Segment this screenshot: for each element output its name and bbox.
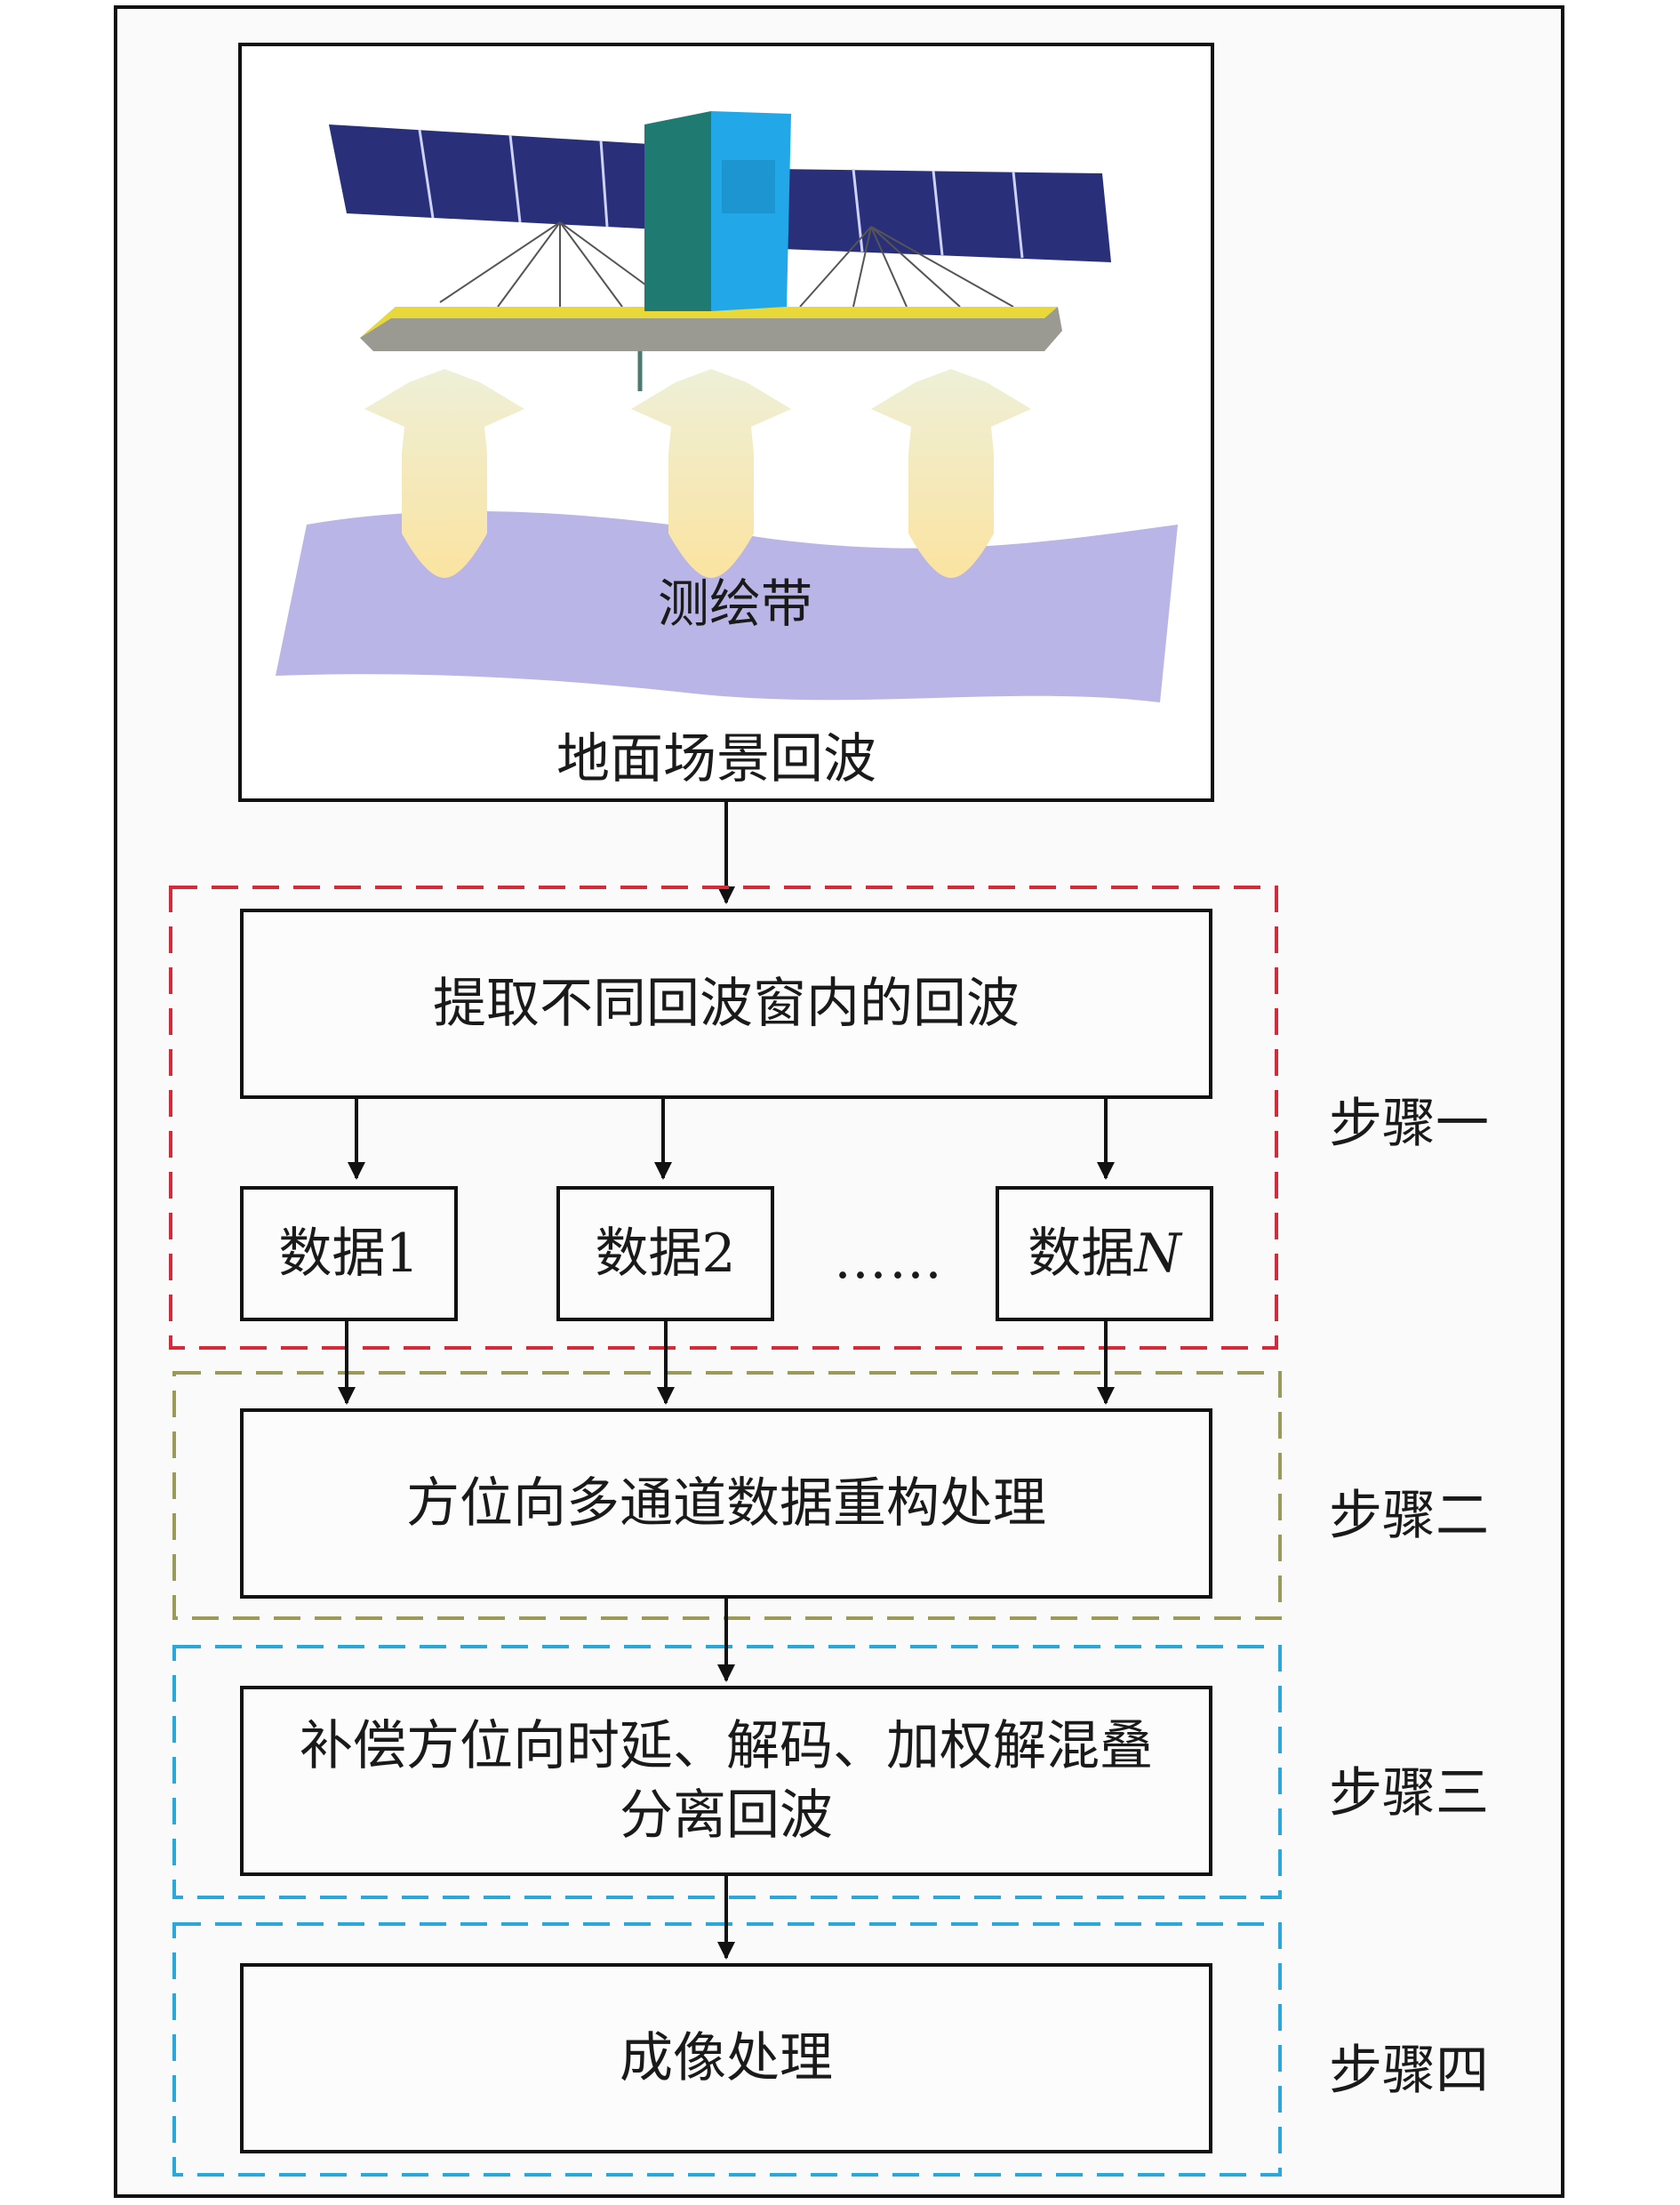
ground-echo-label: 地面场景回波	[556, 728, 876, 790]
step3-label: 步骤三	[1329, 1762, 1489, 1824]
data-box-n-text: 数据N	[1028, 1223, 1181, 1285]
data-box-2: 数据2	[556, 1186, 774, 1321]
swath-label: 测绘带	[658, 573, 813, 634]
extract-echo-text: 提取不同回波窗内的回波	[433, 973, 1020, 1035]
reconstruct-box: 方位向多通道数据重构处理	[240, 1408, 1212, 1599]
step2-label: 步骤二	[1329, 1485, 1489, 1547]
data-box-1: 数据1	[240, 1186, 458, 1321]
satellite-illustration	[329, 111, 1111, 391]
radar-beams	[364, 369, 1031, 578]
imaging-box: 成像处理	[240, 1963, 1212, 2153]
ellipsis: ……	[834, 1229, 944, 1291]
reconstruct-text: 方位向多通道数据重构处理	[406, 1472, 1046, 1535]
step4-label: 步骤四	[1329, 2040, 1489, 2102]
extract-echo-box: 提取不同回波窗内的回波	[240, 909, 1212, 1099]
imaging-text: 成像处理	[620, 2027, 833, 2089]
data-box-2-text: 数据2	[595, 1223, 736, 1285]
step1-region	[169, 886, 1278, 1350]
data-box-1-text: 数据1	[278, 1223, 420, 1285]
step1-label: 步骤一	[1329, 1093, 1489, 1155]
compensate-text-line2: 分离回波	[620, 1784, 833, 1847]
data-box-n: 数据N	[996, 1186, 1213, 1321]
compensate-text-line1: 补偿方位向时延、解码、加权解混叠	[300, 1715, 1153, 1777]
compensate-box: 补偿方位向时延、解码、加权解混叠 分离回波	[240, 1686, 1212, 1876]
